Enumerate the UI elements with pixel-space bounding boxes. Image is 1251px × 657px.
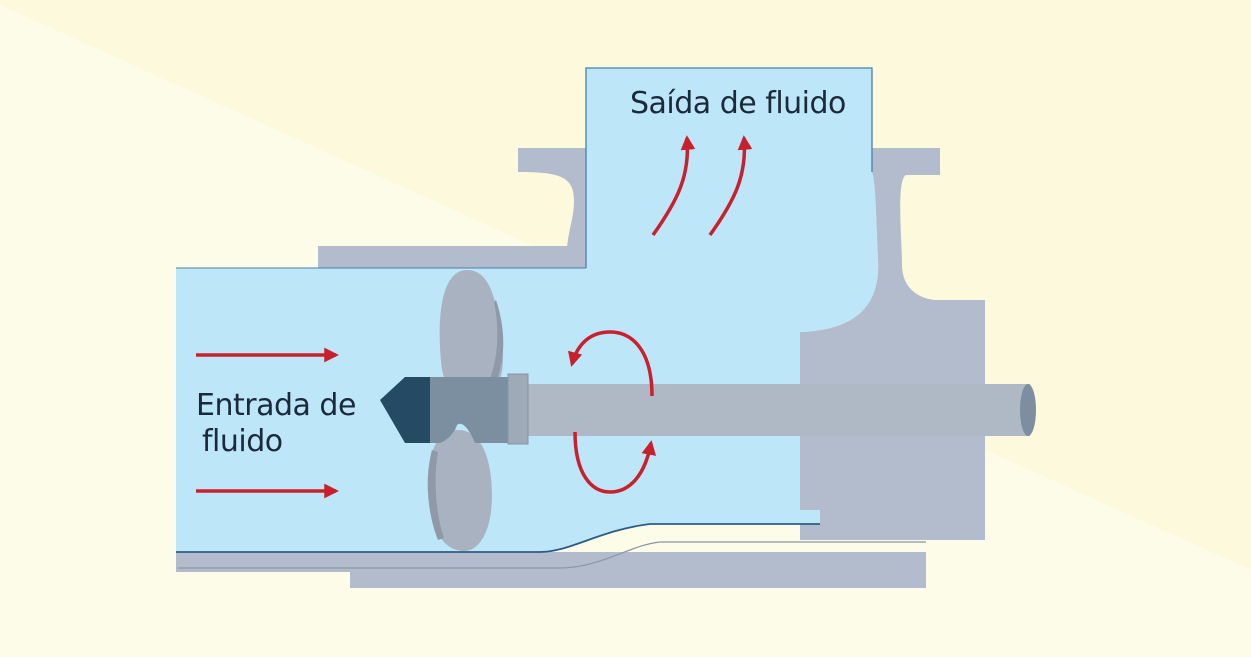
- rotation-arrow-icon: [568, 330, 657, 494]
- outlet-arrow-right: [708, 135, 753, 237]
- rotation-arrow-bottom: [573, 431, 657, 494]
- inlet-label-line2: fluido: [202, 424, 283, 459]
- outlet-arrow-left: [651, 135, 696, 237]
- outlet-label: Saída de fluido: [630, 86, 846, 121]
- inlet-label: Entrada de fluido: [196, 388, 356, 460]
- rotation-arrow-top: [568, 330, 654, 397]
- fluid-bottom-edge: [176, 523, 820, 553]
- flow-arrow-icon: [196, 135, 753, 499]
- casing-inner-line: [178, 541, 926, 569]
- propeller-icon: [380, 270, 529, 551]
- shaft: [520, 384, 1036, 436]
- inlet-label-line1: Entrada de: [196, 388, 356, 423]
- fluid-outline: [585, 67, 873, 268]
